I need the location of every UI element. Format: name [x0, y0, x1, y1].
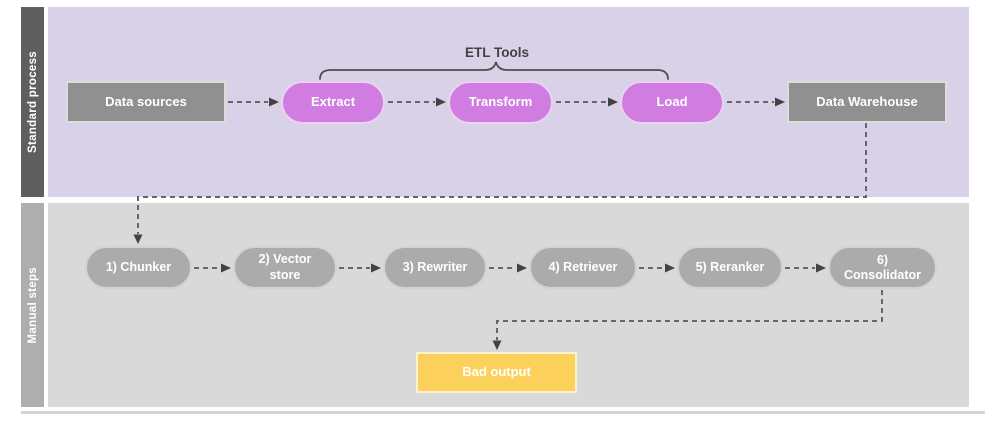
node-transform: Transform [448, 81, 553, 124]
node-load: Load [620, 81, 724, 124]
node-reranker: 5) Reranker [677, 246, 783, 289]
lane-manual-steps-header: Manual steps [21, 203, 44, 407]
node-chunker: 1) Chunker [85, 246, 192, 289]
node-retriever: 4) Retriever [529, 246, 637, 289]
node-extract: Extract [281, 81, 385, 124]
node-rewriter: 3) Rewriter [383, 246, 487, 289]
lane-standard-process-header: Standard process [21, 7, 44, 197]
node-data-sources: Data sources [66, 81, 226, 123]
lane-standard-process-label: Standard process [26, 51, 39, 153]
node-bad-output: Bad output [416, 352, 577, 393]
node-vector-store: 2) Vector store [233, 246, 337, 289]
node-data-warehouse: Data Warehouse [787, 81, 947, 123]
lane-manual-steps-label: Manual steps [26, 266, 39, 344]
etl-tools-label: ETL Tools [465, 45, 529, 60]
bottom-divider [21, 411, 985, 414]
node-consolidator: 6) Consolidator [828, 246, 937, 289]
